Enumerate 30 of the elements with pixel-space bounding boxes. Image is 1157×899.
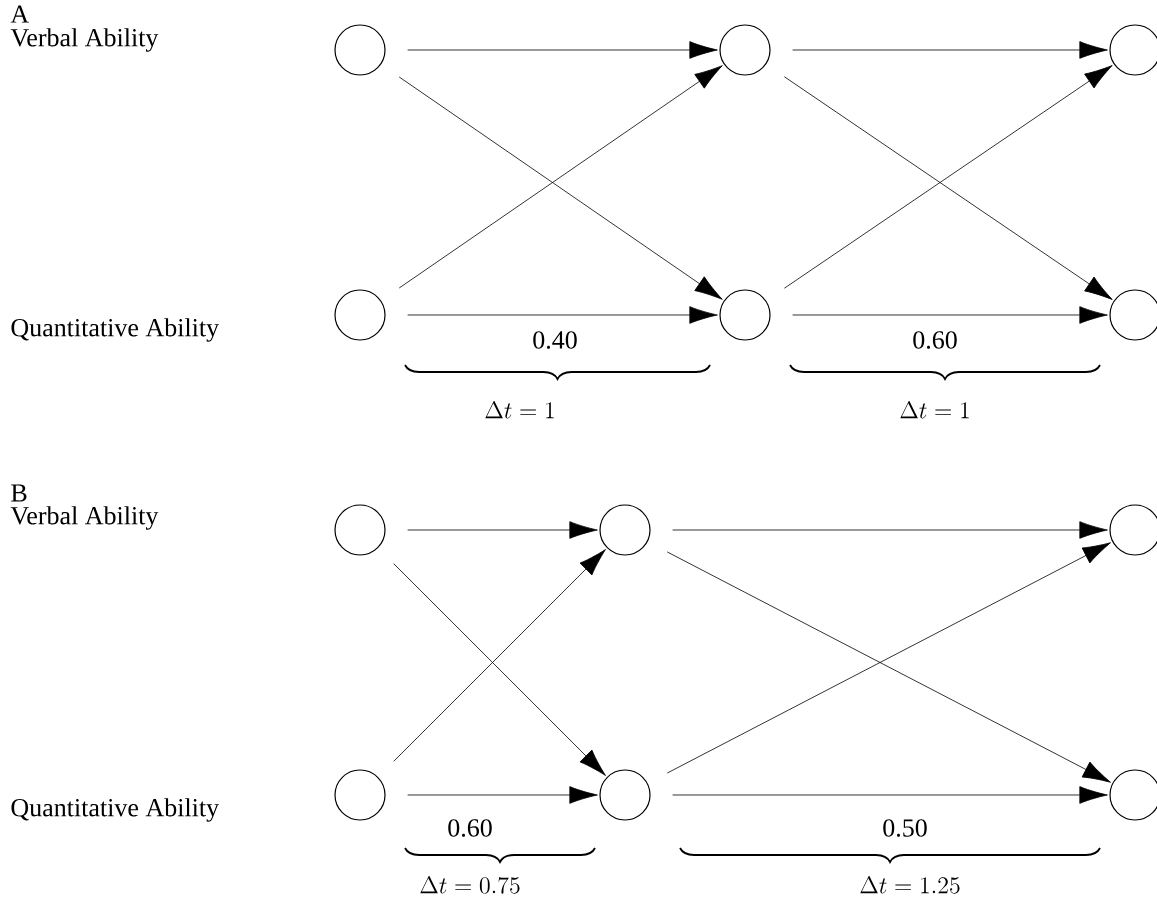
- panel-letter: A: [10, 5, 29, 23]
- path-coefficient: 0.40: [533, 331, 577, 349]
- arrow: [407, 306, 718, 324]
- path-coefficient: 0.60: [448, 819, 492, 837]
- circle-node: [719, 24, 771, 76]
- circle-node: [334, 504, 386, 556]
- arrow: [407, 786, 598, 804]
- circle-node: [599, 504, 651, 556]
- interval-label: $\Delta t = 0.75$: [420, 876, 520, 894]
- row-label: Verbal Ability: [10, 28, 159, 52]
- arrow: [407, 41, 718, 59]
- interval-label: $\Delta t = 1$: [900, 401, 969, 419]
- arrow: [672, 786, 1108, 804]
- arrow: [792, 41, 1108, 59]
- panel-letter: B: [11, 484, 27, 502]
- arrow: [407, 521, 598, 539]
- row-label: Quantitative Ability: [11, 798, 219, 822]
- arrow: [792, 306, 1108, 324]
- interval-label: $\Delta t = 1.25$: [860, 876, 960, 894]
- row-label: Verbal Ability: [10, 506, 159, 530]
- interval-label: $\Delta t = 1$: [485, 401, 554, 419]
- row-label: Quantitative Ability: [11, 318, 219, 342]
- circle-node: [334, 289, 386, 341]
- circle-node: [334, 769, 386, 821]
- circle-node: [719, 289, 771, 341]
- arrow: [672, 521, 1108, 539]
- circle-node: [334, 24, 386, 76]
- circle-node: [599, 769, 651, 821]
- path-coefficient: 0.50: [883, 819, 927, 837]
- path-coefficient: 0.60: [913, 331, 957, 349]
